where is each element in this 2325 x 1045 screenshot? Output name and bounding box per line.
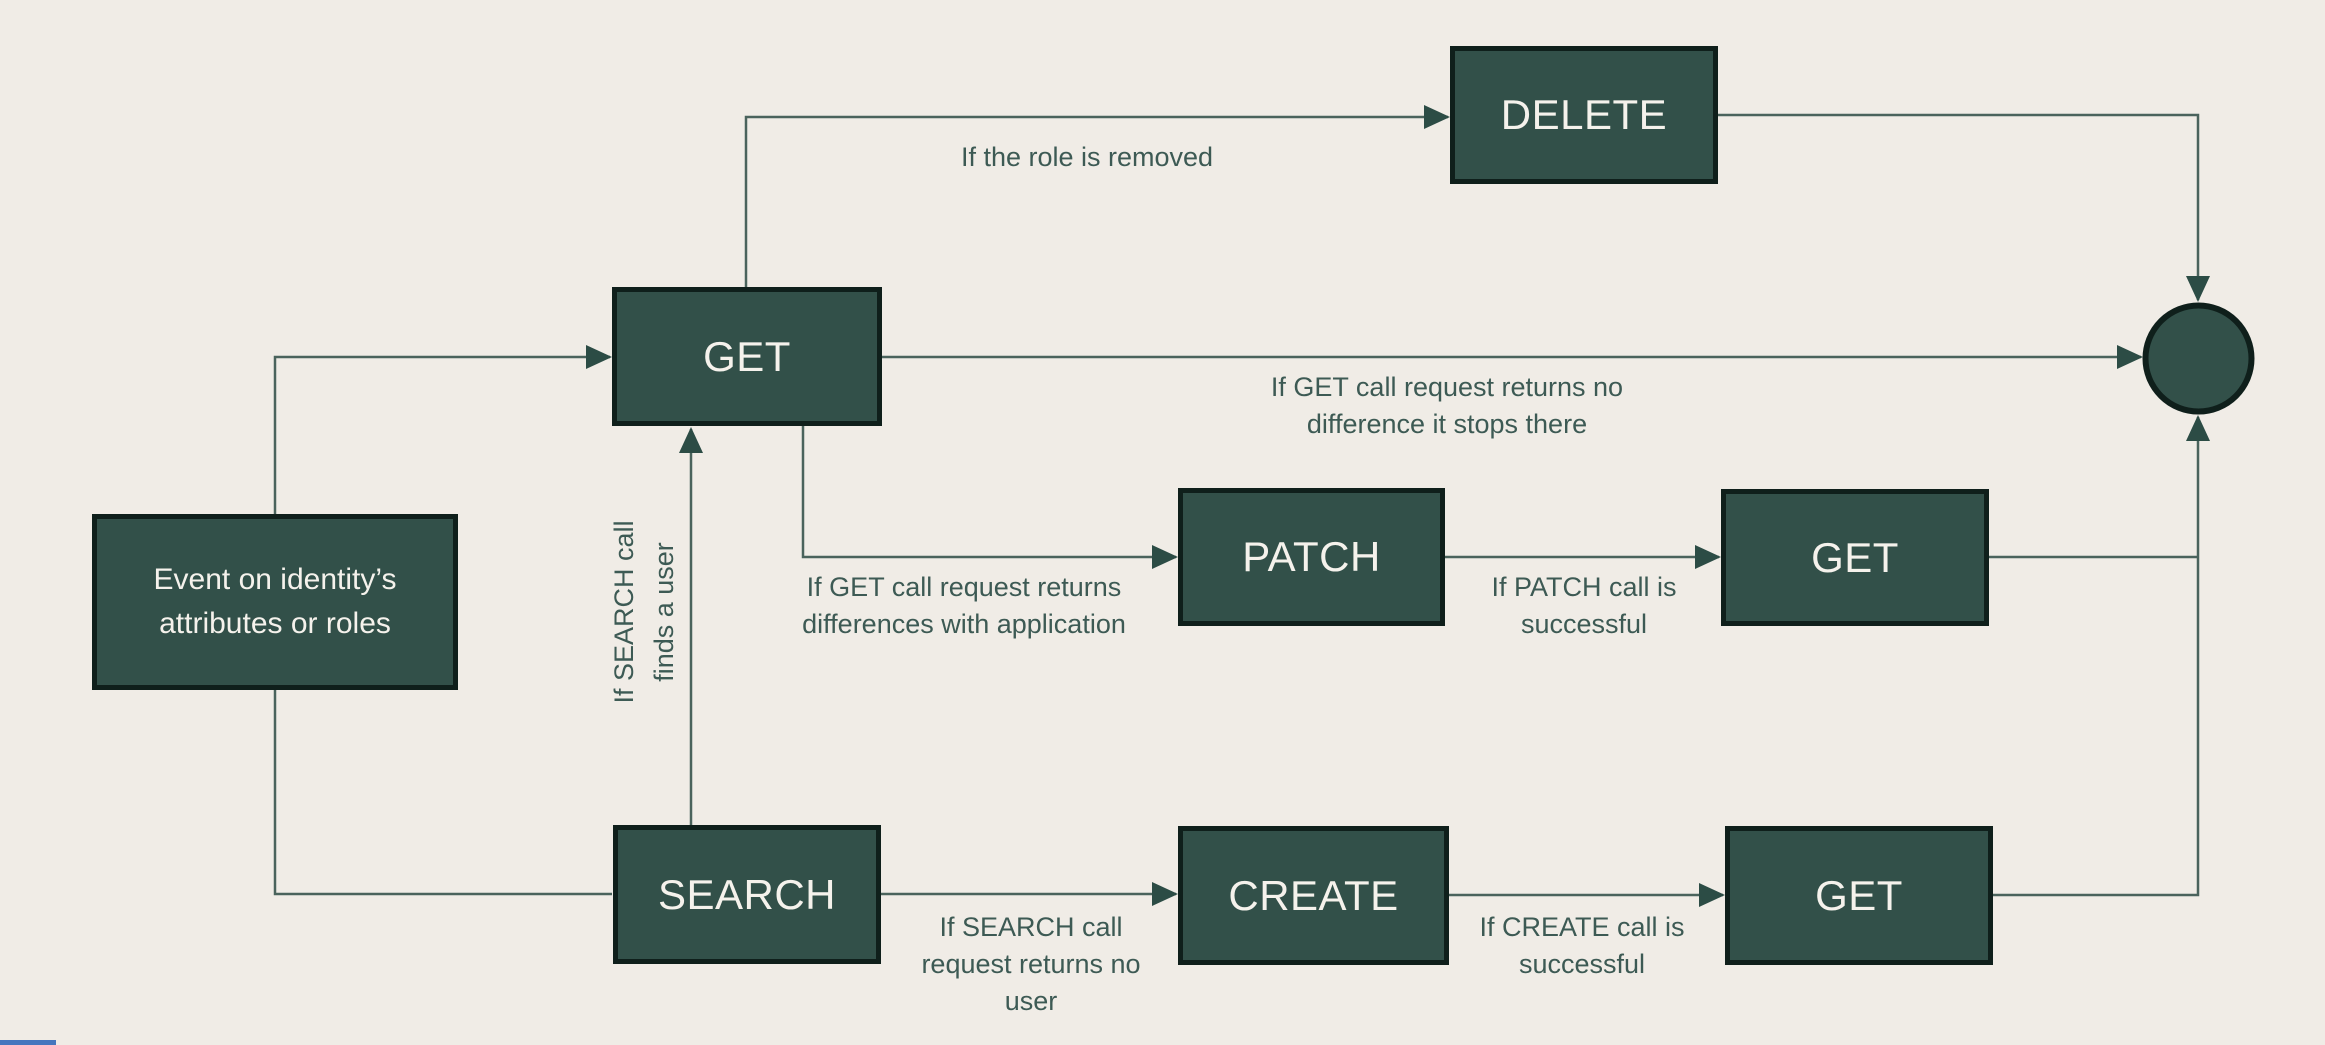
edge-label-line: successful <box>1520 609 1648 639</box>
edge-label-line: finds a user <box>649 542 679 682</box>
edge-label-line: user <box>1004 986 1058 1016</box>
node-get-after-create-label: GET <box>1815 871 1903 919</box>
edge-label-search-found: If SEARCH call finds a user <box>604 520 684 703</box>
edge-label-line: request returns no <box>921 949 1141 979</box>
edge-label-role-removed: If the role is removed <box>961 139 1213 176</box>
edge-label-line: If GET call request returns <box>806 572 1122 602</box>
edge-label-create-success: If CREATE call is successful <box>1479 909 1684 983</box>
end-circle-shape <box>2142 302 2255 415</box>
node-get-top: GET <box>612 287 882 426</box>
edge-label-patch-success: If PATCH call is successful <box>1491 569 1676 643</box>
edge-label-get-stop: If GET call request returns no differenc… <box>1271 369 1623 443</box>
edge-label-get-diff: If GET call request returns differences … <box>802 569 1126 643</box>
node-search-label: SEARCH <box>657 870 837 918</box>
edge-label-line: successful <box>1518 949 1646 979</box>
node-get-after-patch: GET <box>1721 489 1989 626</box>
node-get-after-create: GET <box>1725 826 1993 965</box>
edge-label-line: difference it stops there <box>1306 409 1588 439</box>
edge-label-line: differences with application <box>802 609 1126 639</box>
edge-label-line: If the role is removed <box>960 142 1214 172</box>
node-get-after-patch-label: GET <box>1811 533 1899 581</box>
connector-event-to-get <box>273 345 612 514</box>
node-patch: PATCH <box>1178 488 1445 626</box>
node-delete-label: DELETE <box>1500 91 1668 138</box>
connector-get-to-delete <box>744 105 1450 287</box>
edge-label-line: If SEARCH call <box>609 520 639 704</box>
node-create: CREATE <box>1178 826 1449 965</box>
node-search: SEARCH <box>613 825 881 964</box>
edge-label-line: If PATCH call is <box>1491 572 1677 602</box>
node-event-label-line1: Event on identity’s <box>153 563 397 596</box>
edge-label-search-no-user: If SEARCH call request returns no user <box>921 909 1140 1020</box>
connector-delete-to-end <box>1718 113 2210 302</box>
bottom-left-blue-strip <box>0 1040 56 1045</box>
connector-get3-to-end <box>1993 415 2210 897</box>
edge-label-line: If CREATE call is <box>1479 912 1685 942</box>
edge-label-line: If GET call request returns no <box>1270 372 1624 402</box>
connector-get-to-patch <box>801 426 1178 569</box>
edge-label-line: If SEARCH call <box>939 912 1123 942</box>
node-delete: DELETE <box>1450 46 1718 184</box>
node-create-label: CREATE <box>1228 871 1399 919</box>
node-get-top-label: GET <box>703 332 791 380</box>
node-event-label-line2: attributes or roles <box>159 607 391 640</box>
node-event-start: Event on identity’s attributes or roles <box>92 514 458 690</box>
connector-event-to-search <box>273 690 612 896</box>
node-end-circle <box>2142 302 2255 415</box>
node-patch-label: PATCH <box>1242 533 1381 580</box>
